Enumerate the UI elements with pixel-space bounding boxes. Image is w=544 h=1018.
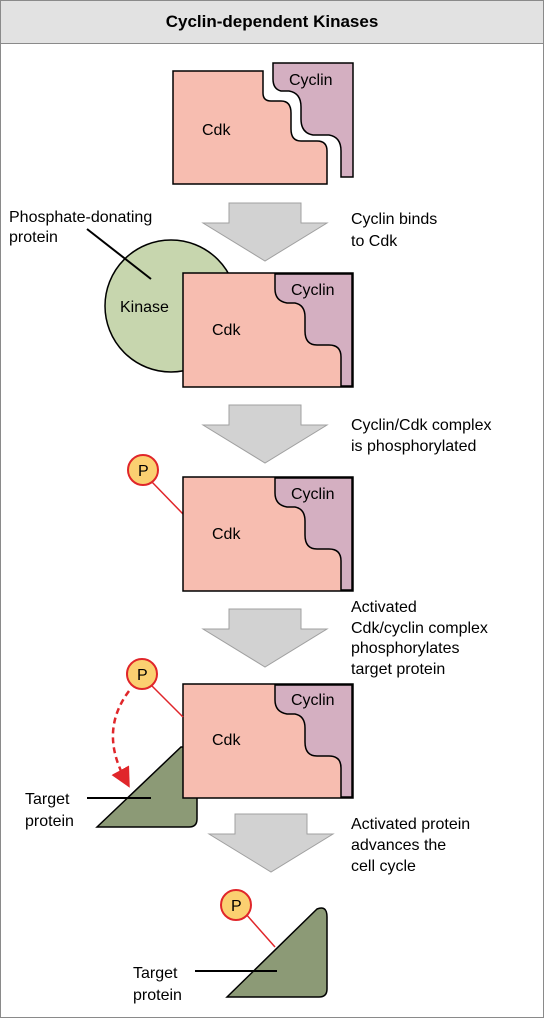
step-3-line-1: Activated	[351, 599, 417, 616]
stage-1: Cdk Cyclin	[172, 62, 354, 185]
target-protein-4	[95, 746, 198, 828]
cdk-block	[172, 70, 328, 185]
phosphate-label-5: P	[231, 898, 242, 915]
phosphate-link-5	[244, 912, 276, 948]
complex-3-cdk-label: Cdk	[212, 526, 241, 543]
phosphate-transfer-arrow	[111, 690, 131, 788]
target-label-5-line-2: protein	[133, 987, 182, 1004]
diagram-title: Cyclin-dependent Kinases	[165, 12, 379, 31]
step-3-line-2: Cdk/cyclin complex	[351, 620, 488, 637]
step-3-line-3: phosphorylates	[351, 640, 460, 657]
complex-4-cyclin-label: Cyclin	[291, 692, 335, 709]
phosphate-circle-4	[126, 658, 158, 690]
down-arrow-1	[201, 202, 329, 262]
step-4-line-3: cell cycle	[351, 858, 416, 875]
step-2-line-2: is phosphorylated	[351, 438, 476, 455]
phosphate-label-4: P	[137, 667, 148, 684]
title-bar: Cyclin-dependent Kinases	[1, 1, 543, 44]
target-protein-5	[225, 907, 328, 998]
cyclin-block	[272, 62, 354, 178]
step-4-line-1: Activated protein	[351, 816, 470, 833]
stage-4: Cdk Cyclin P Target protein	[25, 658, 354, 830]
phosphate-circle-3	[127, 454, 159, 486]
target-label-4-line-2: protein	[25, 813, 74, 830]
complex-4-cdk-label: Cdk	[212, 732, 241, 749]
phosphate-donor-label-line-2: protein	[9, 229, 58, 246]
complex-4-cyclin	[274, 684, 353, 798]
complex-3-cyclin-label: Cyclin	[291, 486, 335, 503]
phosphate-circle-5	[220, 889, 252, 921]
complex-2-cyclin-label: Cyclin	[291, 282, 335, 299]
step-1-line-1: Cyclin binds	[351, 211, 437, 228]
complex-2-cyclin	[274, 273, 353, 387]
cdk-label: Cdk	[202, 122, 231, 139]
phosphate-donor-pointer	[86, 228, 152, 280]
cyclin-label: Cyclin	[289, 72, 333, 89]
complex-2-cdk-label: Cdk	[212, 322, 241, 339]
down-arrow-2	[201, 404, 329, 464]
step-4-line-2: advances the	[351, 837, 446, 854]
phosphate-link-4	[150, 684, 184, 718]
complex-3-cyclin	[274, 477, 353, 591]
down-arrow-3	[201, 608, 329, 668]
kinase-label: Kinase	[120, 299, 169, 316]
step-2-line-1: Cyclin/Cdk complex	[351, 417, 491, 434]
phosphate-donor-label-line-1: Phosphate-donating	[9, 209, 152, 226]
step-3-line-4: target protein	[351, 661, 445, 678]
stage-2: Phosphate-donating protein Kinase Cdk Cy…	[9, 209, 354, 388]
stage-5: P Target protein	[133, 889, 328, 1004]
down-arrow-4	[207, 813, 335, 873]
phosphate-label-3: P	[138, 463, 149, 480]
stage-3: P Cdk Cyclin	[127, 454, 354, 592]
target-label-5-line-1: Target	[133, 965, 178, 982]
target-label-4-line-1: Target	[25, 791, 70, 808]
step-1-line-2: to Cdk	[351, 233, 398, 250]
phosphate-link-3	[150, 480, 184, 515]
